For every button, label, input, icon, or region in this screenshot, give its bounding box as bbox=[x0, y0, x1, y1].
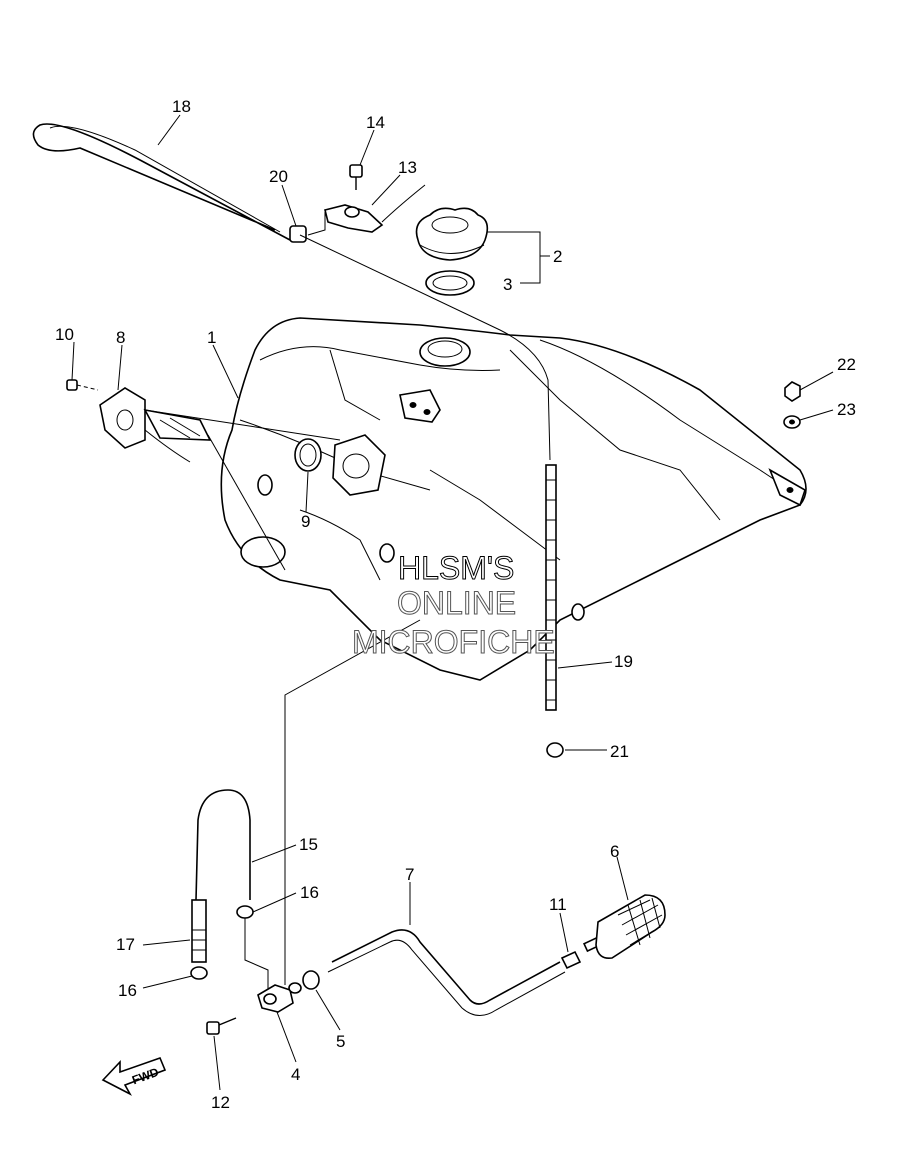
part-16-clip-lower bbox=[190, 966, 208, 980]
part-11-clip bbox=[560, 950, 582, 970]
callout-11: 11 bbox=[549, 895, 567, 914]
callout-17: 17 bbox=[116, 935, 135, 954]
part-22-nut bbox=[784, 381, 801, 402]
part-5-collar bbox=[302, 970, 320, 990]
part-14-screw bbox=[349, 164, 363, 190]
part-15-fuel-hose bbox=[195, 789, 251, 901]
callout-18: 18 bbox=[172, 97, 191, 116]
watermark: HLSM'S ONLINE MICROFICHE bbox=[352, 550, 556, 661]
callout-22: 22 bbox=[837, 355, 856, 374]
callout-labels: 18 14 13 20 2 3 10 8 1 9 22 23 19 21 15 … bbox=[55, 97, 856, 1112]
part-12-screw bbox=[206, 1017, 237, 1035]
watermark-line-1: HLSM'S bbox=[398, 550, 514, 586]
callout-16-upper: 16 bbox=[300, 883, 319, 902]
callout-13: 13 bbox=[398, 158, 417, 177]
watermark-line-2: ONLINE bbox=[397, 585, 516, 621]
callout-8: 8 bbox=[116, 328, 125, 347]
callout-3: 3 bbox=[503, 275, 512, 294]
callout-12: 12 bbox=[211, 1093, 230, 1112]
part-7-fuel-hose bbox=[327, 929, 566, 1016]
watermark-line-3: MICROFICHE bbox=[352, 624, 555, 660]
callout-2: 2 bbox=[553, 247, 562, 266]
callout-15: 15 bbox=[299, 835, 318, 854]
part-17-fuel-hose bbox=[191, 899, 207, 963]
part-16-clip-upper bbox=[236, 905, 254, 919]
part-9-sender-gasket bbox=[294, 438, 322, 472]
callout-23: 23 bbox=[837, 400, 856, 419]
callout-21: 21 bbox=[610, 742, 629, 761]
callout-16-lower: 16 bbox=[118, 981, 137, 1000]
callout-10: 10 bbox=[55, 325, 74, 344]
part-20-clamp bbox=[289, 225, 307, 243]
callout-4: 4 bbox=[291, 1065, 300, 1084]
part-3-cap-gasket bbox=[425, 270, 475, 296]
callout-19: 19 bbox=[614, 652, 633, 671]
callout-1: 1 bbox=[207, 328, 216, 347]
part-23-washer bbox=[783, 415, 801, 429]
part-13-breather-joint bbox=[307, 184, 426, 236]
part-10-screw bbox=[66, 379, 99, 391]
callout-9: 9 bbox=[301, 512, 310, 531]
part-6-fuel-filter bbox=[582, 894, 666, 960]
callout-5: 5 bbox=[336, 1032, 345, 1051]
part-8-fuel-sender bbox=[99, 387, 212, 463]
callout-14: 14 bbox=[366, 113, 385, 132]
part-4-fuel-cock bbox=[257, 982, 302, 1013]
part-21-cap bbox=[546, 742, 564, 758]
callout-20: 20 bbox=[269, 167, 288, 186]
callout-7: 7 bbox=[405, 865, 414, 884]
part-19-drain-hose bbox=[299, 234, 557, 711]
part-1-fuel-tank bbox=[220, 317, 807, 681]
callout-6: 6 bbox=[610, 842, 619, 861]
leader-lines bbox=[71, 114, 834, 1091]
part-2-fuel-cap bbox=[415, 207, 489, 261]
part-18-breather-hose bbox=[32, 123, 307, 243]
fwd-arrow-icon: FWD bbox=[101, 1056, 167, 1096]
